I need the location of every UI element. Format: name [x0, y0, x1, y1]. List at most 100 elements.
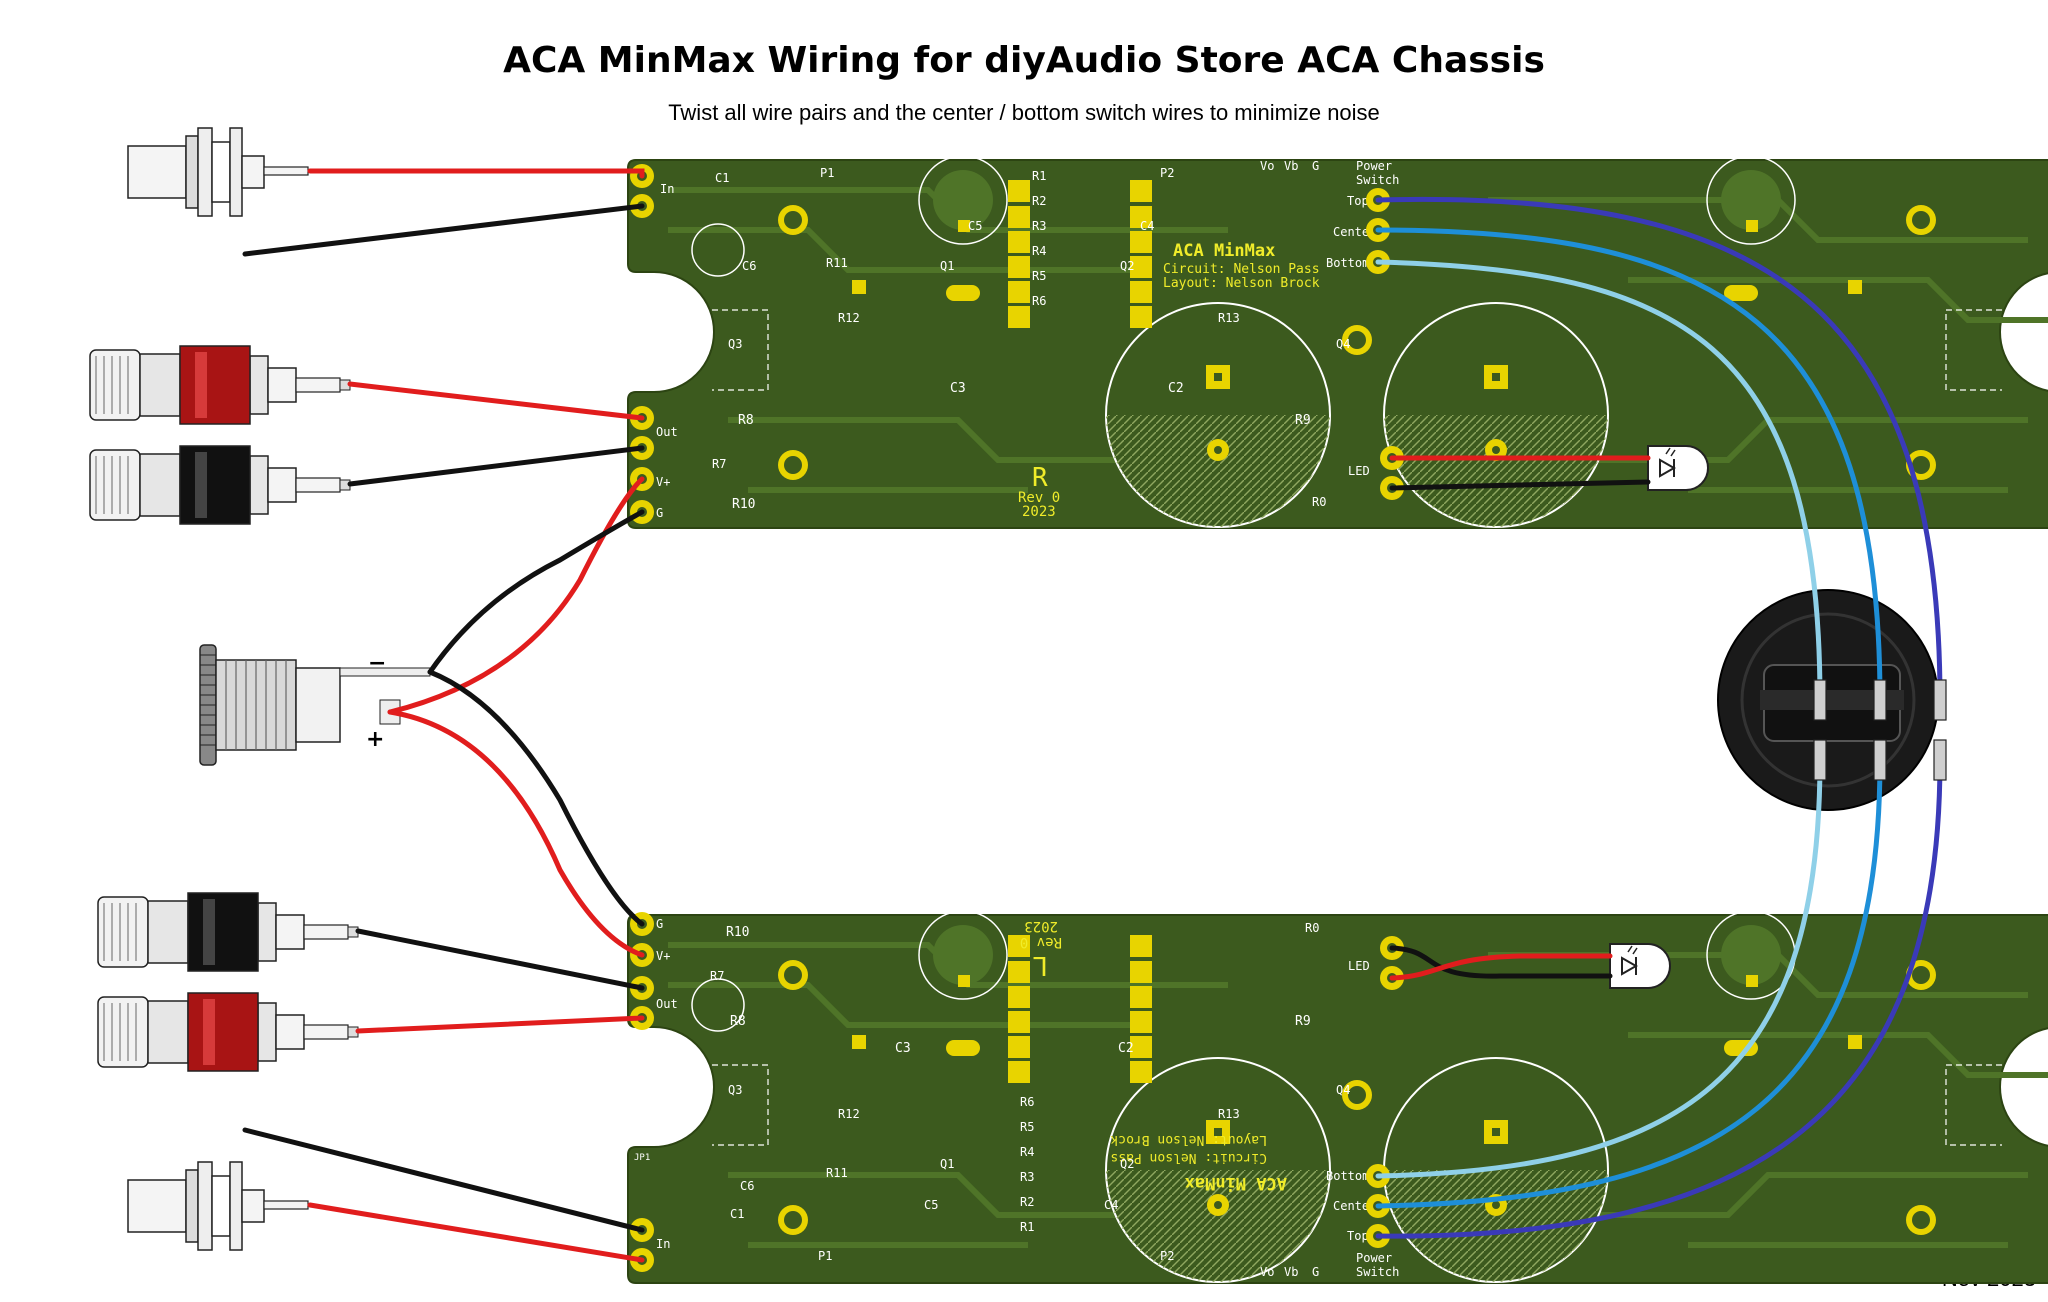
binding-post-left-red	[97, 992, 359, 1072]
ref-p1: P1	[820, 166, 834, 180]
ref-r2: R2	[1032, 194, 1046, 208]
channel-letter-l: L	[1032, 950, 1048, 980]
wire-in-plus-left	[307, 1202, 645, 1263]
ref-r10-left: R10	[726, 925, 749, 940]
label-switch: Switch	[1356, 173, 1399, 187]
ref-q3: Q3	[728, 337, 742, 351]
dc-minus-label: −	[368, 651, 386, 676]
ref-r11: R11	[826, 256, 848, 270]
wire-g-right	[427, 509, 645, 675]
wire-out-plus-right	[347, 381, 645, 421]
ref-c6: C6	[742, 259, 756, 273]
ref-r11-left: R11	[826, 1166, 848, 1180]
ref-r3-left: R3	[1020, 1170, 1034, 1184]
ref-r4-left: R4	[1020, 1145, 1034, 1159]
ref-r8: R8	[738, 413, 754, 428]
wire-in-minus-right	[242, 203, 645, 257]
power-switch	[1717, 589, 1939, 811]
label-top: Top	[1347, 194, 1369, 208]
wire-in-minus-left	[242, 1127, 645, 1233]
label-led: LED	[1348, 464, 1370, 478]
ref-c3-left: C3	[895, 1041, 911, 1056]
label-bottom-left: Bottom	[1326, 1169, 1369, 1183]
ref-c4-left: C4	[1104, 1198, 1118, 1212]
label-g: G	[656, 506, 663, 520]
ref-r2-left: R2	[1020, 1195, 1034, 1209]
wire-v-plus-left	[387, 709, 645, 958]
ref-p2: P2	[1160, 166, 1174, 180]
label-jp1-left: JP1	[634, 1153, 650, 1163]
label-in: In	[660, 182, 674, 196]
ref-q4: Q4	[1336, 337, 1350, 351]
board-rev: Rev 0	[1018, 490, 1060, 506]
dc-power-jack: − +	[199, 644, 431, 766]
ref-r10: R10	[732, 497, 755, 512]
label-g-left: G	[656, 917, 663, 931]
ref-q1: Q1	[940, 259, 954, 273]
ref-c1-left: C1	[730, 1207, 744, 1221]
wire-led-minus-left	[1389, 945, 1613, 979]
board-name-left: ACA MinMax	[1185, 1173, 1287, 1193]
wire-out-minus-right	[347, 445, 645, 487]
label-vo: Vo	[1260, 159, 1274, 173]
ref-p1-left: P1	[818, 1249, 832, 1263]
ref-q1-left: Q1	[940, 1157, 954, 1171]
label-power-left: Power	[1356, 1251, 1392, 1265]
ref-q3-left: Q3	[728, 1083, 742, 1097]
led-left	[1609, 943, 1671, 989]
label-jp1: JP1	[634, 280, 650, 290]
ref-r12-left: R12	[838, 1107, 860, 1121]
binding-post-right-red	[89, 345, 351, 425]
ref-c2: C2	[1168, 381, 1184, 396]
switch-terminals	[1813, 679, 1947, 781]
board-name: ACA MinMax	[1173, 241, 1275, 261]
label-g-bottom: G	[1312, 1265, 1319, 1279]
binding-post-left-black	[97, 892, 359, 972]
ref-r0: R0	[1312, 495, 1326, 509]
ref-r5-left: R5	[1020, 1120, 1034, 1134]
ref-r13-left: R13	[1218, 1107, 1240, 1121]
ref-c1: C1	[715, 171, 729, 185]
board-rev-left: Rev 0	[1020, 934, 1062, 950]
board-circuit: Circuit: Nelson Pass	[1163, 262, 1320, 277]
wire-switch-top-right	[1375, 196, 1943, 703]
page-subtitle: Twist all wire pairs and the center / bo…	[668, 100, 1380, 125]
ref-r9-left: R9	[1295, 1014, 1311, 1029]
wire-v-plus-right	[387, 476, 645, 715]
wires	[242, 168, 1943, 1263]
label-vb: Vb	[1284, 159, 1298, 173]
board-year: 2023	[1022, 504, 1056, 520]
ref-c4: C4	[1140, 219, 1154, 233]
ref-r12: R12	[838, 311, 860, 325]
dc-plus-label: +	[366, 727, 384, 752]
wire-switch-center-right	[1375, 227, 1883, 703]
wire-switch-top-left	[1375, 757, 1943, 1239]
wire-out-minus-left	[355, 928, 645, 991]
ref-r0-left: R0	[1305, 921, 1319, 935]
label-switch-left: Switch	[1356, 1265, 1399, 1279]
board-right-silkscreen: ACA MinMax Circuit: Nelson Pass Layout: …	[634, 159, 1399, 520]
wire-g-left	[427, 669, 645, 927]
ref-r5: R5	[1032, 269, 1046, 283]
label-center: Center	[1333, 225, 1376, 239]
page-title: ACA MinMax Wiring for diyAudio Store ACA…	[503, 40, 1545, 81]
label-led-left: LED	[1348, 959, 1370, 973]
label-in-left: In	[656, 1237, 670, 1251]
ref-c5: C5	[968, 219, 982, 233]
wire-in-plus-right	[307, 168, 645, 179]
rca-jack-right	[127, 127, 309, 217]
label-out-left: Out	[656, 997, 678, 1011]
label-top-left: Top	[1347, 1229, 1369, 1243]
board-year-left: 2023	[1024, 918, 1058, 934]
ref-q2-left: Q2	[1120, 1157, 1134, 1171]
led-right	[1647, 445, 1709, 491]
ref-c5-left: C5	[924, 1198, 938, 1212]
wire-switch-center-left	[1375, 757, 1883, 1209]
binding-post-right-black	[89, 445, 351, 525]
wire-switch-bottom-left	[1375, 757, 1823, 1179]
label-vplus-left: V+	[656, 949, 670, 963]
ref-q4-left: Q4	[1336, 1083, 1350, 1097]
label-out: Out	[656, 425, 678, 439]
ref-c2-left: C2	[1118, 1041, 1134, 1056]
